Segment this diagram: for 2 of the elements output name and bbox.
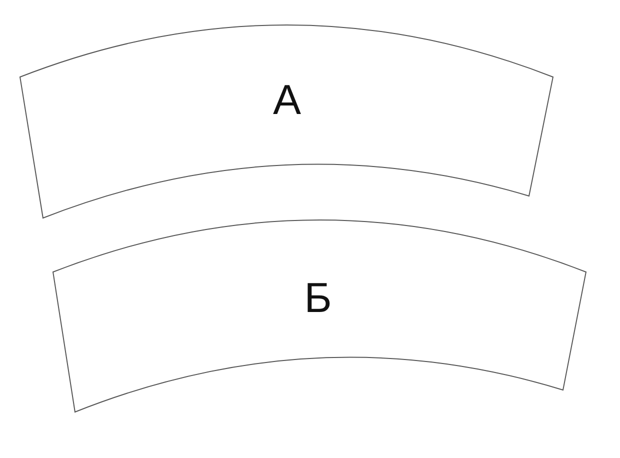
piece-letter: Б: [304, 277, 332, 319]
piece-letter: А: [273, 79, 301, 121]
